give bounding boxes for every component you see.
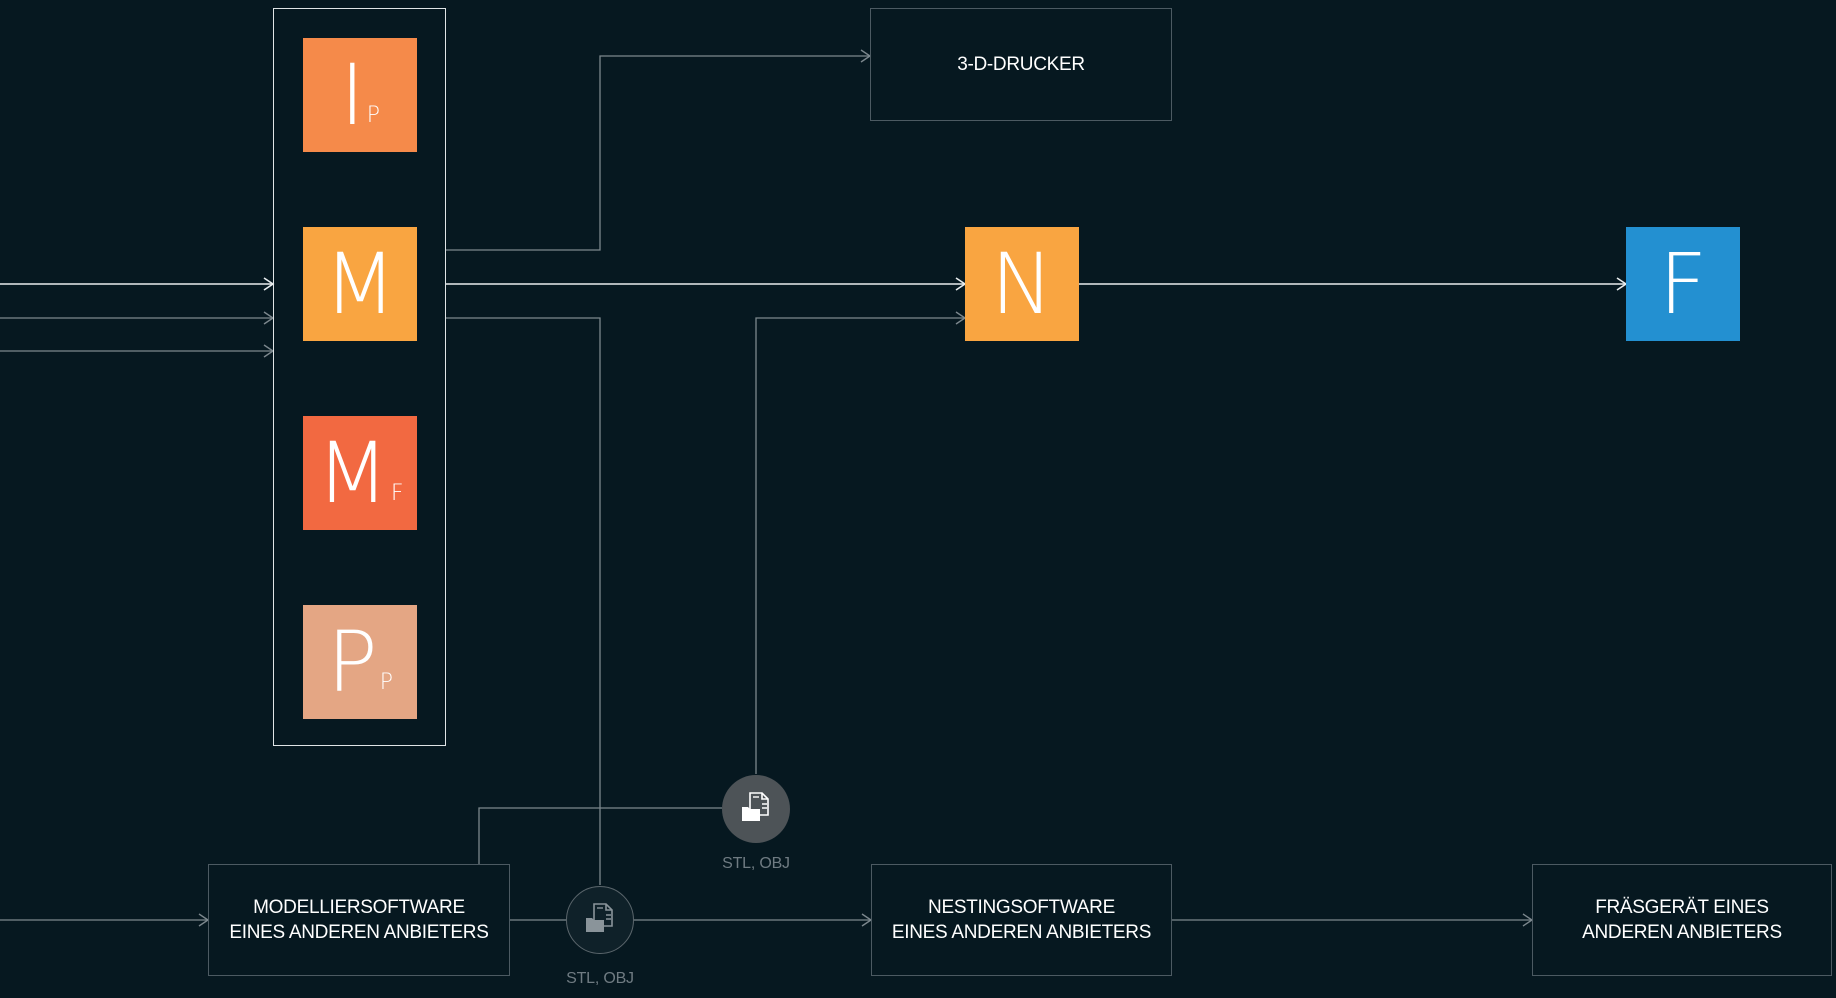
connector-to-3d-printer xyxy=(446,49,872,251)
tile-ip-subscript: P xyxy=(366,103,381,128)
tile-m[interactable]: M xyxy=(303,227,417,341)
tile-n-letter: N xyxy=(990,235,1054,333)
file-format-label-upper: STL, OBJ xyxy=(722,855,790,872)
box-nesting-line-2: EINES ANDEREN ANBIETERS xyxy=(891,922,1152,943)
file-format-icon xyxy=(586,903,613,932)
file-format-label-lower: STL, OBJ xyxy=(566,970,634,987)
file-folder-icon[interactable] xyxy=(566,886,634,954)
tile-f[interactable]: F xyxy=(1626,227,1740,341)
box-3d-printer-label: 3-D-DRUCKER xyxy=(957,54,1085,75)
tile-pp-letter: P xyxy=(327,613,378,711)
module-group-frame xyxy=(273,8,446,746)
tile-m-letter: M xyxy=(323,235,397,333)
tile-ip-letter: I xyxy=(339,46,365,144)
tile-mf[interactable]: M F xyxy=(303,416,417,530)
box-modelling-software[interactable]: MODELLIERSOFTWARE EINES ANDEREN ANBIETER… xyxy=(208,864,510,976)
tile-pp-subscript: P xyxy=(379,670,393,695)
tile-ip[interactable]: I P xyxy=(303,38,417,152)
box-3d-printer[interactable]: 3-D-DRUCKER xyxy=(870,8,1172,121)
tile-pp[interactable]: P P xyxy=(303,605,417,719)
box-nesting-line-1: NESTINGSOFTWARE xyxy=(928,897,1115,918)
box-modelling-line-1: MODELLIERSOFTWARE xyxy=(253,897,465,918)
connector-modelling-to-upper-file xyxy=(478,807,722,864)
box-milling-line-2: ANDEREN ANBIETERS xyxy=(1582,922,1782,943)
connector-group-to-lower-file xyxy=(446,317,601,885)
file-folder-icon[interactable] xyxy=(722,775,790,843)
tile-mf-subscript: F xyxy=(390,481,404,506)
connector-upper-file-to-nesting xyxy=(755,311,967,774)
box-milling-machine[interactable]: FRÄSGERÄT EINES ANDEREN ANBIETERS xyxy=(1532,864,1832,976)
box-nesting-software[interactable]: NESTINGSOFTWARE EINES ANDEREN ANBIETERS xyxy=(871,864,1172,976)
box-milling-line-1: FRÄSGERÄT EINES xyxy=(1595,897,1769,918)
tile-f-letter: F xyxy=(1658,235,1708,333)
tile-n[interactable]: N xyxy=(965,227,1079,341)
tile-mf-letter: M xyxy=(316,424,389,522)
box-modelling-line-2: EINES ANDEREN ANBIETERS xyxy=(229,922,489,943)
file-format-icon xyxy=(742,792,769,821)
